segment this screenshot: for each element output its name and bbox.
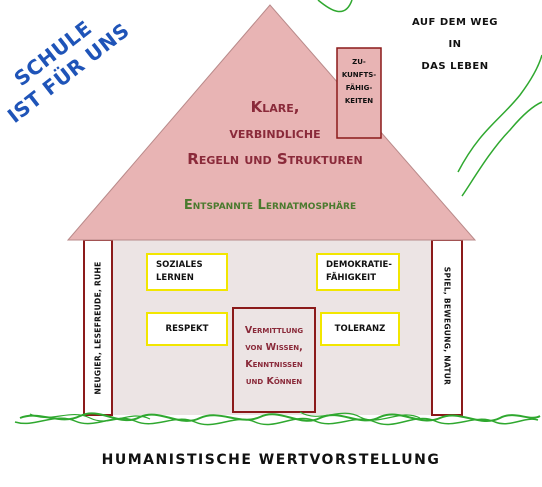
foundation-text: Humanistische Wertvorstellung <box>101 452 441 468</box>
box-tolerance: Toleranz <box>320 312 400 346</box>
door <box>232 307 316 413</box>
box-social-learning: soziales Lernen <box>146 253 228 291</box>
right-pillar <box>431 239 463 416</box>
roof-atmosphere: Entspannte Lernatmosphäre <box>183 198 357 213</box>
path-note-line2: in <box>448 39 462 50</box>
door-line3: Kenntnissen <box>245 359 303 370</box>
social-line1: soziales <box>156 260 203 270</box>
grass-third <box>29 411 421 422</box>
path-line-top <box>317 0 353 13</box>
door-line1: Vermittlung <box>244 325 304 336</box>
path-note: Auf dem Weg in das Leben <box>395 12 515 78</box>
box-respect: Respekt <box>146 312 228 346</box>
grass <box>19 412 541 422</box>
social-line2: Lernen <box>156 273 194 283</box>
chimney-line4: keiten <box>344 97 374 105</box>
path-note-line3: das Leben <box>421 61 489 72</box>
chimney-text: Zu- kunfts- fähig- keiten <box>337 56 381 108</box>
roof-line2: verbindliche <box>229 124 321 142</box>
left-pillar-text: Neugier, Lesefreude, Ruhe <box>93 261 103 395</box>
right-pillar-text: Spiel, Bewegung, Natur <box>442 266 452 386</box>
path-note-line1: Auf dem Weg <box>412 17 498 28</box>
democracy-line1: Demokratie- <box>326 260 392 270</box>
roof-main-text: Klare, verbindliche Regeln und Strukture… <box>150 94 400 172</box>
path-line-right-lower <box>461 101 542 197</box>
chimney-line3: fähig- <box>345 84 373 92</box>
door-line2: von Wissen, <box>245 342 303 353</box>
door-line4: und Können <box>245 376 303 387</box>
path-line-right <box>457 54 542 173</box>
roof-line1: Klare, <box>250 98 300 116</box>
door-text: Vermittlung von Wissen, Kenntnissen und … <box>233 322 315 390</box>
chimney-line1: Zu- <box>352 58 366 66</box>
chimney-line2: kunfts- <box>341 71 377 79</box>
chimney <box>336 47 382 139</box>
democracy-line2: fähigkeit <box>326 273 377 283</box>
box-democracy: Demokratie- fähigkeit <box>316 253 400 291</box>
roof-line3: Regeln und Strukturen <box>187 150 363 168</box>
